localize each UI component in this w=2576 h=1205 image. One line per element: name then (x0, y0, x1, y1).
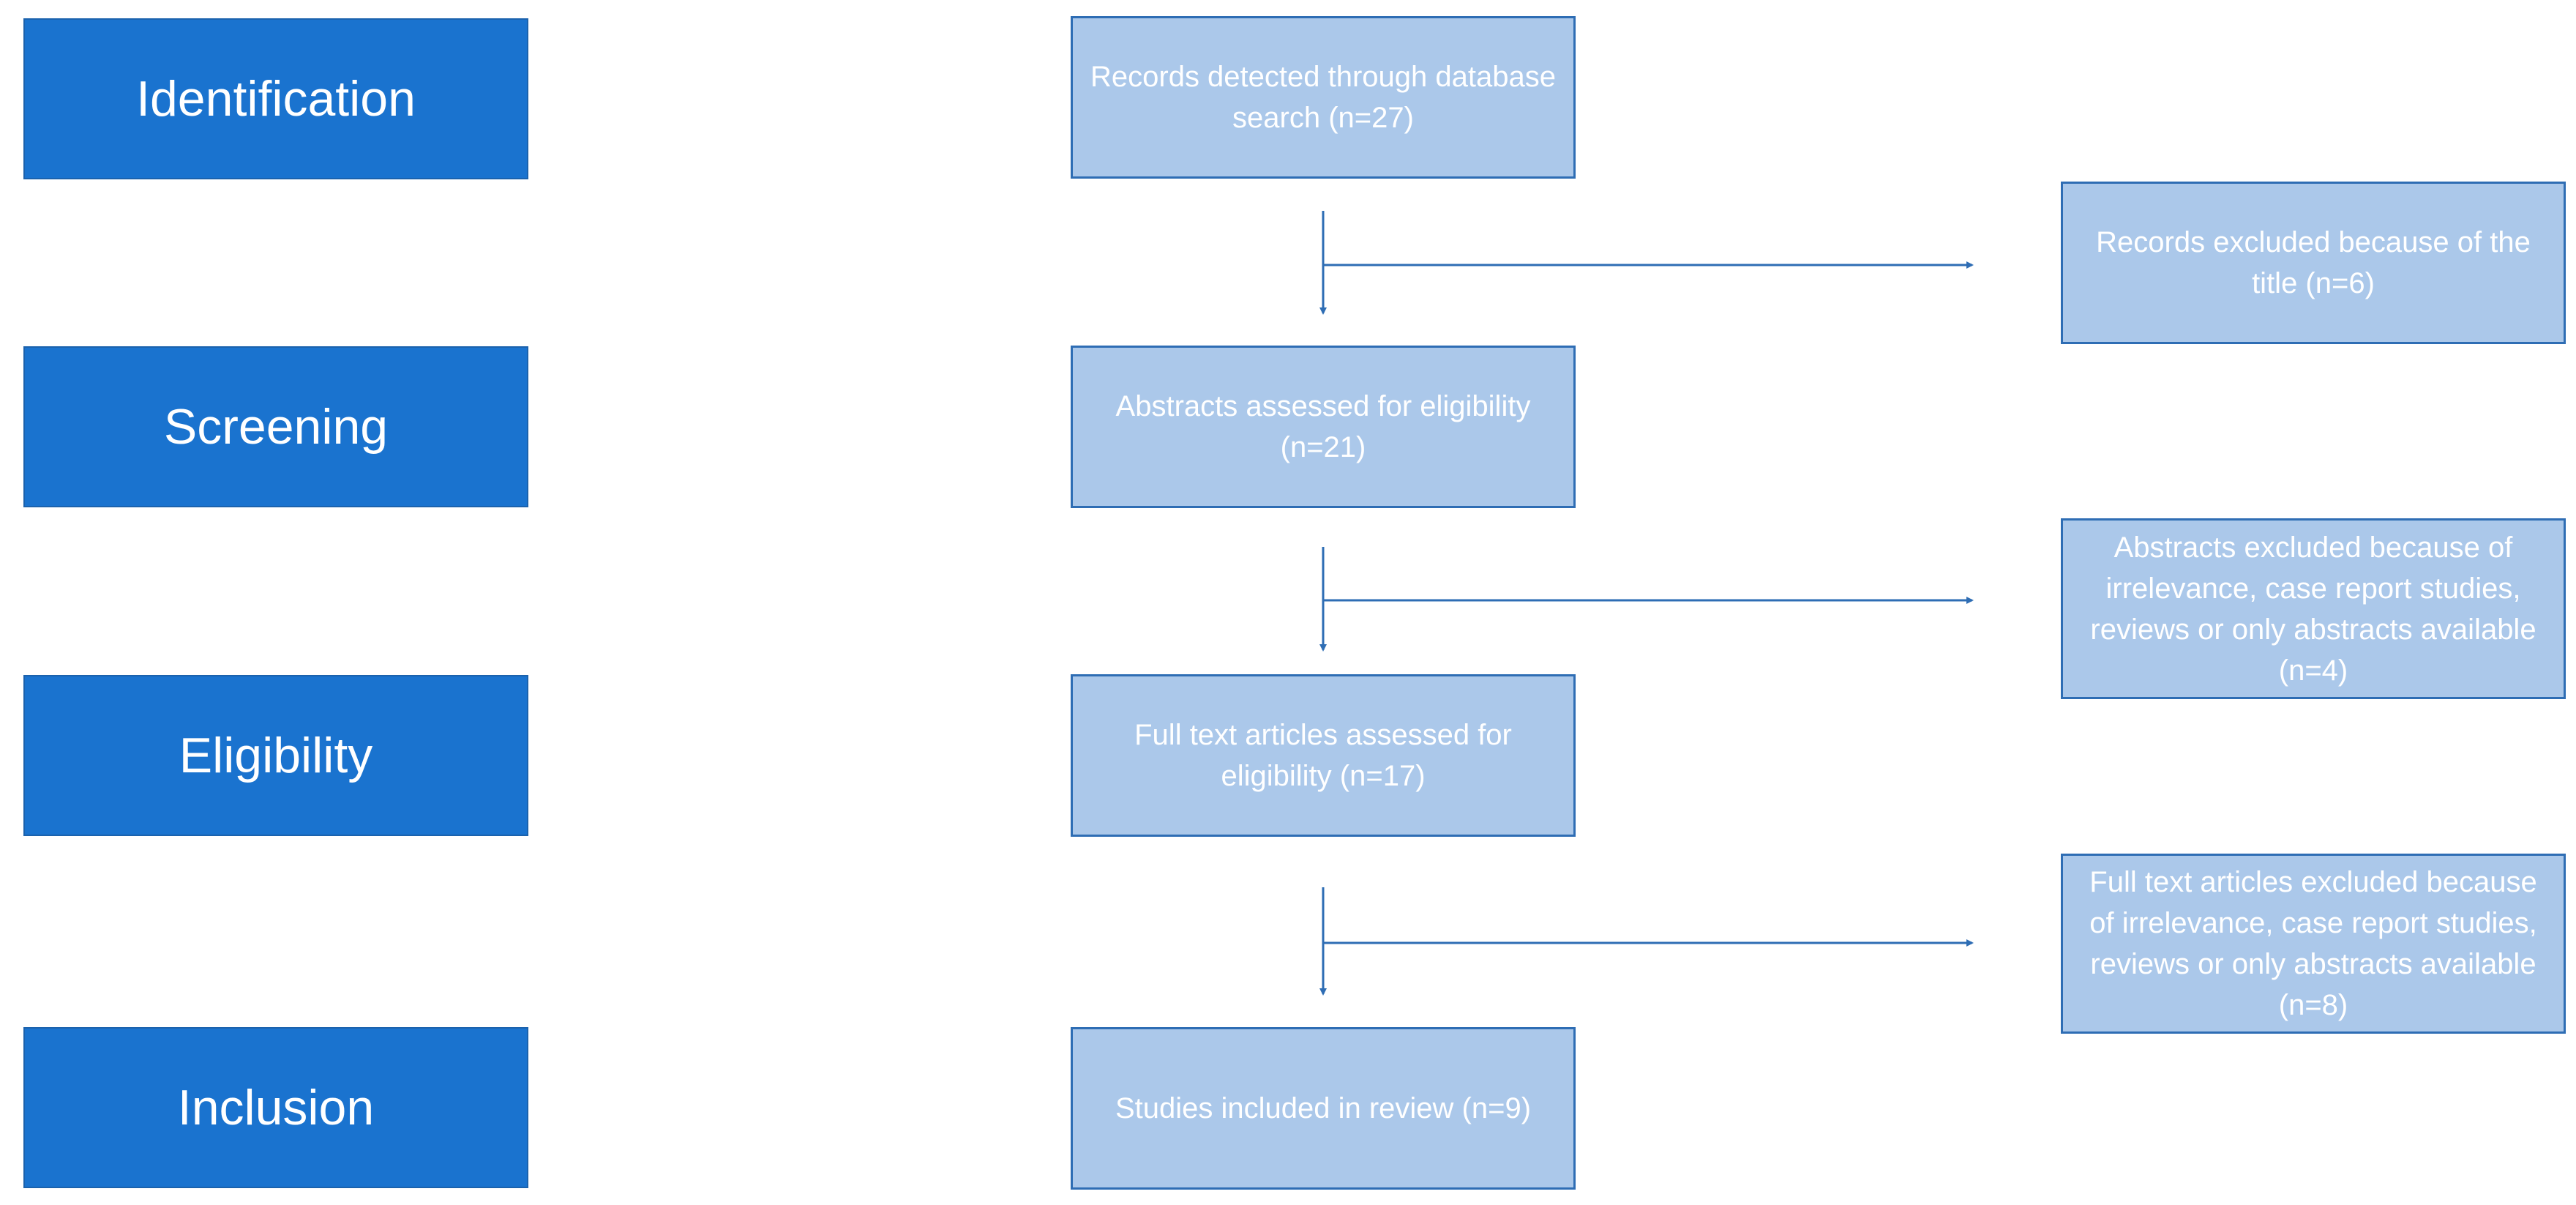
title-excluded-text: Records excluded because of the title (n… (2096, 226, 2531, 299)
abstracts-assessed-text: Abstracts assessed for eligibility (n=21… (1115, 390, 1531, 463)
stage-eligibility: Eligibility (23, 675, 528, 836)
fulltext-assessed-box: Full text articles assessed for eligibil… (1071, 674, 1576, 837)
studies-included-box: Studies included in review (n=9) (1071, 1027, 1576, 1190)
fulltext-excluded-box: Full text articles excluded because of i… (2061, 854, 2566, 1034)
title-excluded-box: Records excluded because of the title (n… (2061, 182, 2566, 344)
abstracts-excluded-text: Abstracts excluded because of irrelevanc… (2090, 531, 2536, 687)
stage-eligibility-label: Eligibility (179, 728, 373, 783)
stage-identification-label: Identification (136, 71, 416, 127)
records-detected-text: Records detected through database search… (1090, 61, 1556, 134)
abstracts-excluded-box: Abstracts excluded because of irrelevanc… (2061, 518, 2566, 699)
studies-included-text: Studies included in review (n=9) (1115, 1092, 1532, 1124)
stage-inclusion-label: Inclusion (177, 1080, 375, 1135)
stage-screening: Screening (23, 346, 528, 507)
stage-screening-label: Screening (163, 399, 389, 455)
stage-identification: Identification (23, 18, 528, 179)
stage-inclusion: Inclusion (23, 1027, 528, 1188)
abstracts-assessed-box: Abstracts assessed for eligibility (n=21… (1071, 346, 1576, 508)
records-detected-box: Records detected through database search… (1071, 16, 1576, 179)
fulltext-excluded-text: Full text articles excluded because of i… (2089, 866, 2537, 1021)
fulltext-assessed-text: Full text articles assessed for eligibil… (1134, 719, 1512, 792)
